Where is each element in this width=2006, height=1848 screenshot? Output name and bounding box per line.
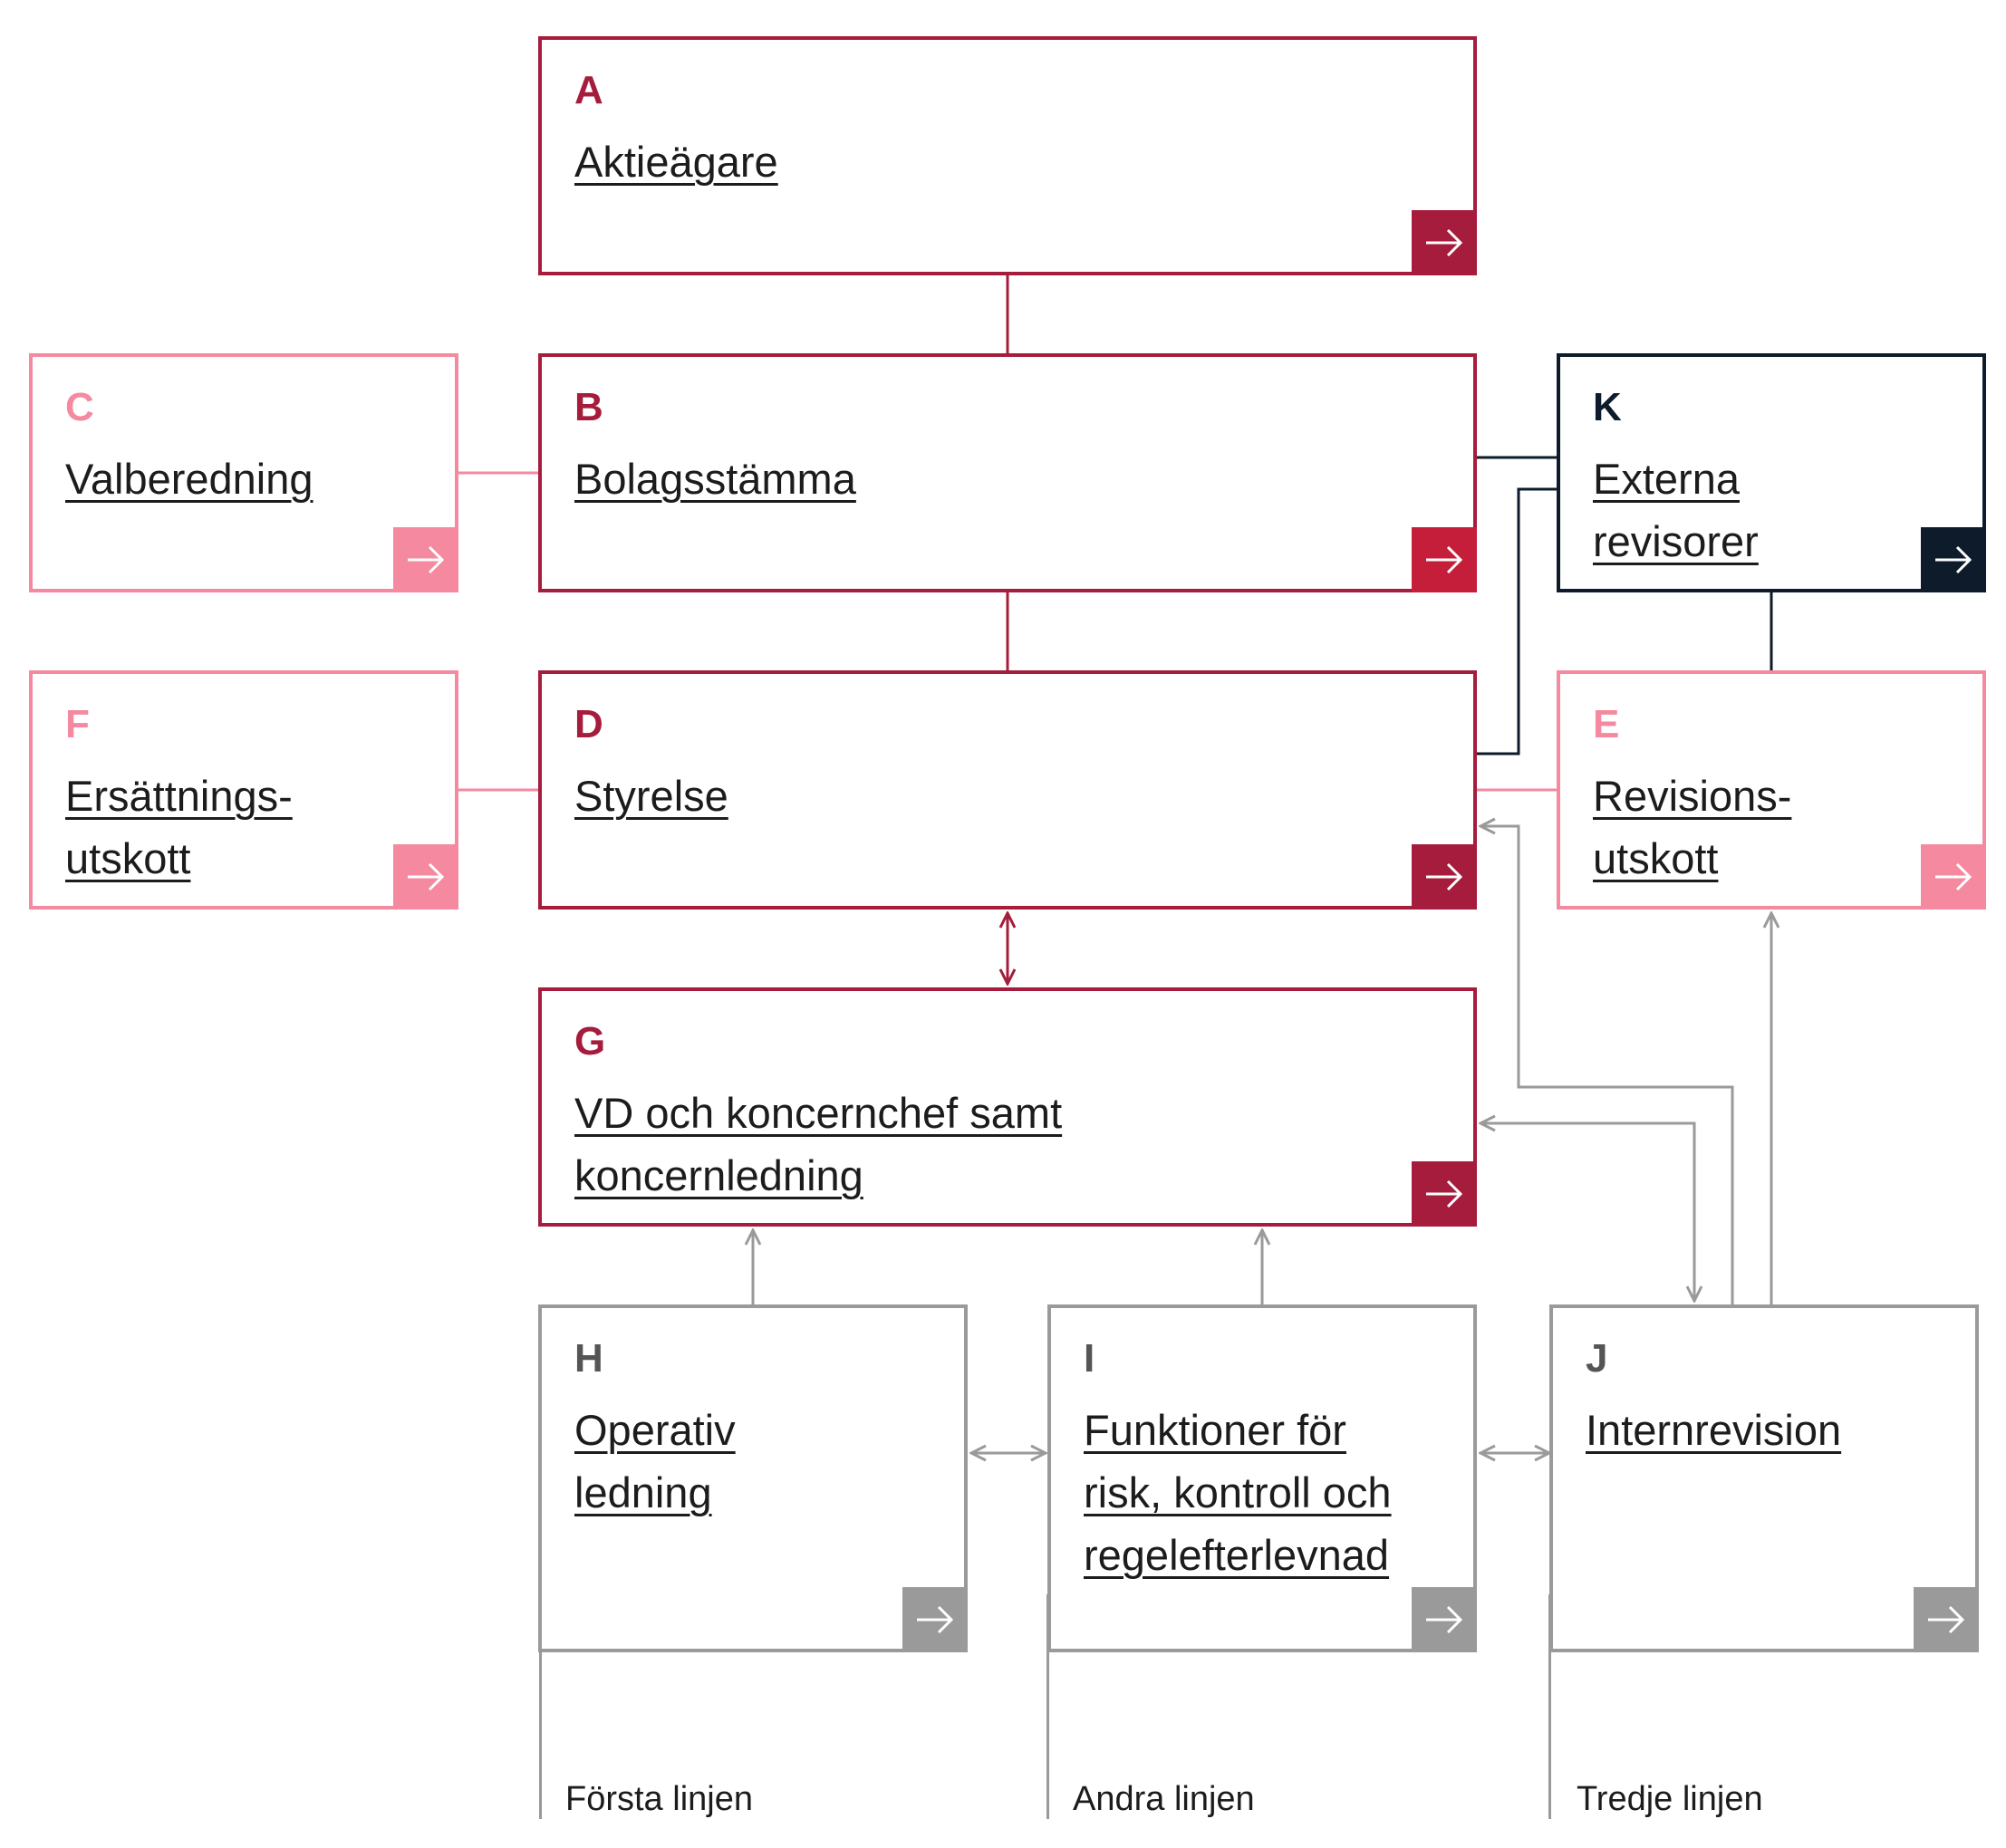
label-third-line: Tredje linjen <box>1577 1780 1763 1818</box>
box-label[interactable]: Ersättnings- utskott <box>65 772 293 882</box>
box-label[interactable]: Operativ ledning <box>574 1406 736 1516</box>
box-label[interactable]: Bolagsstämma <box>574 455 856 503</box>
arrow-right-icon[interactable] <box>1412 1161 1477 1227</box>
arrow-g-j <box>1480 1123 1694 1301</box>
arrow-right-icon[interactable] <box>1412 527 1477 592</box>
box-externa-revisorer[interactable]: K Externa revisorer <box>1557 353 1986 592</box>
divider-first-line <box>539 1594 542 1819</box>
arrow-right-icon[interactable] <box>393 527 458 592</box>
divider-second-line <box>1046 1594 1049 1819</box>
arrow-right-icon[interactable] <box>393 844 458 910</box>
box-letter: E <box>1593 702 1620 746</box>
box-letter: B <box>574 385 603 429</box>
box-letter: I <box>1084 1336 1095 1381</box>
box-label[interactable]: Aktieägare <box>574 138 778 186</box>
box-valberedning[interactable]: C Valberedning <box>29 353 458 592</box>
box-label[interactable]: Valberedning <box>65 455 313 503</box>
arrow-j-d <box>1480 826 1734 1304</box>
box-ersattningsutskott[interactable]: F Ersättnings- utskott <box>29 670 458 910</box>
box-revisionsutskott[interactable]: E Revisions- utskott <box>1557 670 1986 910</box>
box-label[interactable]: Internrevision <box>1586 1406 1842 1454</box>
arrow-right-icon[interactable] <box>1412 1587 1477 1652</box>
box-letter: F <box>65 702 90 746</box>
box-label[interactable]: Funktioner för risk, kontroll och regele… <box>1084 1406 1392 1579</box>
arrow-right-icon[interactable] <box>1921 844 1986 910</box>
arrow-right-icon[interactable] <box>1914 1587 1979 1652</box>
arrow-right-icon[interactable] <box>1921 527 1986 592</box>
box-funktioner-risk-kontroll[interactable]: I Funktioner för risk, kontroll och rege… <box>1047 1304 1477 1652</box>
box-letter: G <box>574 1019 606 1064</box>
box-letter: C <box>65 385 94 429</box>
box-label[interactable]: VD och koncernchef samt koncernledning <box>574 1089 1063 1199</box>
box-letter: J <box>1586 1336 1608 1381</box>
box-letter: A <box>574 68 603 112</box>
label-first-line: Första linjen <box>565 1780 753 1818</box>
label-second-line: Andra linjen <box>1073 1780 1255 1818</box>
box-label[interactable]: Styrelse <box>574 772 728 820</box>
box-vd-koncernledning[interactable]: G VD och koncernchef samt koncernledning <box>538 987 1477 1227</box>
box-operativ-ledning[interactable]: H Operativ ledning <box>538 1304 968 1652</box>
box-letter: K <box>1593 385 1622 429</box>
box-letter: H <box>574 1336 603 1381</box>
box-label[interactable]: Revisions- utskott <box>1593 772 1792 882</box>
box-aktieagare[interactable]: A Aktieägare <box>538 36 1477 275</box>
arrow-right-icon[interactable] <box>1412 210 1477 275</box>
arrow-right-icon[interactable] <box>1412 844 1477 910</box>
connector-d-k <box>1477 487 1557 756</box>
box-internrevision[interactable]: J Internrevision <box>1549 1304 1979 1652</box>
box-bolagsstamma[interactable]: B Bolagsstämma <box>538 353 1477 592</box>
arrow-right-icon[interactable] <box>902 1587 968 1652</box>
divider-third-line <box>1548 1594 1551 1819</box>
box-label[interactable]: Externa revisorer <box>1593 455 1759 565</box>
box-styrelse[interactable]: D Styrelse <box>538 670 1477 910</box>
box-letter: D <box>574 702 603 746</box>
